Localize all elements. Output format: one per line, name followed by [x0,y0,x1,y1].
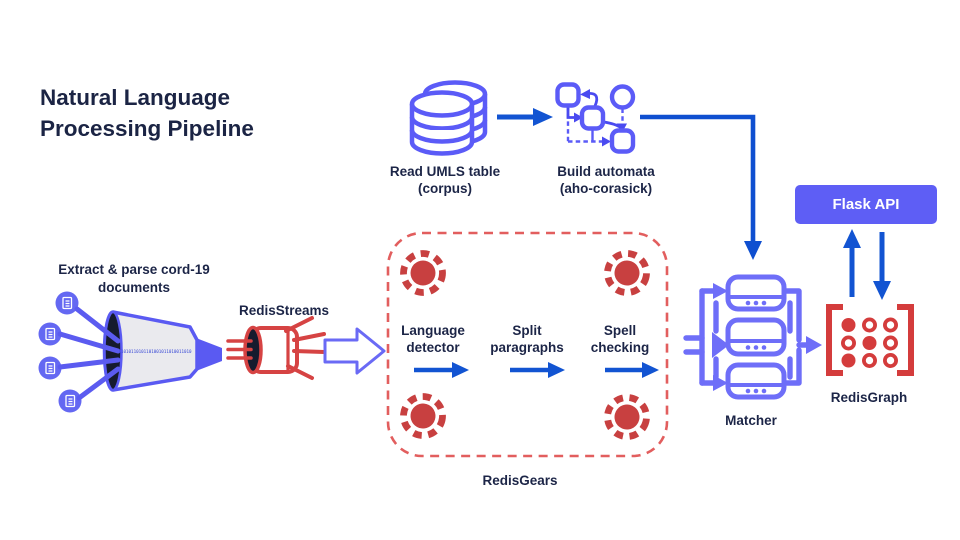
streams-to-gears-arrow [323,327,386,375]
label-redisgears: RedisGears [482,473,558,488]
redisgears-dashed-box [386,231,669,458]
database-stack-icon [409,80,488,156]
flask-api-label: Flask API [832,196,900,213]
page-title: Natural Language Processing Pipeline [40,85,254,141]
document-icon [38,322,62,346]
label-spell-checking: Spell checking [590,323,650,355]
automata-graph-icon [555,82,636,154]
documents-funnel-icon: 11010110101101001011010011010 [57,306,222,401]
flask-redisgraph-arrows [843,229,891,300]
plug-input-wires [226,339,253,360]
gears-step-arrows [414,362,659,378]
gear-icon [604,394,650,440]
label-matcher: Matcher [725,413,777,428]
document-stream-lines [57,306,121,401]
automata-to-matcher-connector [640,114,762,260]
document-icons [38,291,82,413]
plug-output-wires [284,316,326,380]
gear-icon [604,250,650,296]
label-redisstreams: RedisStreams [238,303,330,318]
gear-icon [400,250,446,296]
gear-icons [400,250,650,440]
corpus-to-automata-arrow [497,108,553,126]
funnel-binary-text: 11010110101101001011010011010 [118,349,192,354]
server-stack-flow-icon [683,274,822,400]
label-language-detector: Language detector [401,323,465,355]
bracket-matrix-icon [826,304,914,376]
flask-api-box: Flask API [795,185,937,224]
label-redisgraph: RedisGraph [830,390,908,405]
gear-icon [400,393,446,439]
label-extract-parse: Extract & parse cord-19 documents [58,262,210,295]
document-icon [58,389,82,413]
server-dots [745,300,767,394]
graph-dot-matrix [841,317,899,368]
label-split-paragraphs: Split paragraphs [490,323,564,355]
label-read-umls-table: Read UMLS table (corpus) [389,164,501,196]
document-icon [38,356,62,380]
cable-plug-icon [226,316,326,380]
label-build-automata: Build automata (aho-corasick) [557,164,655,196]
document-icon [55,291,79,315]
